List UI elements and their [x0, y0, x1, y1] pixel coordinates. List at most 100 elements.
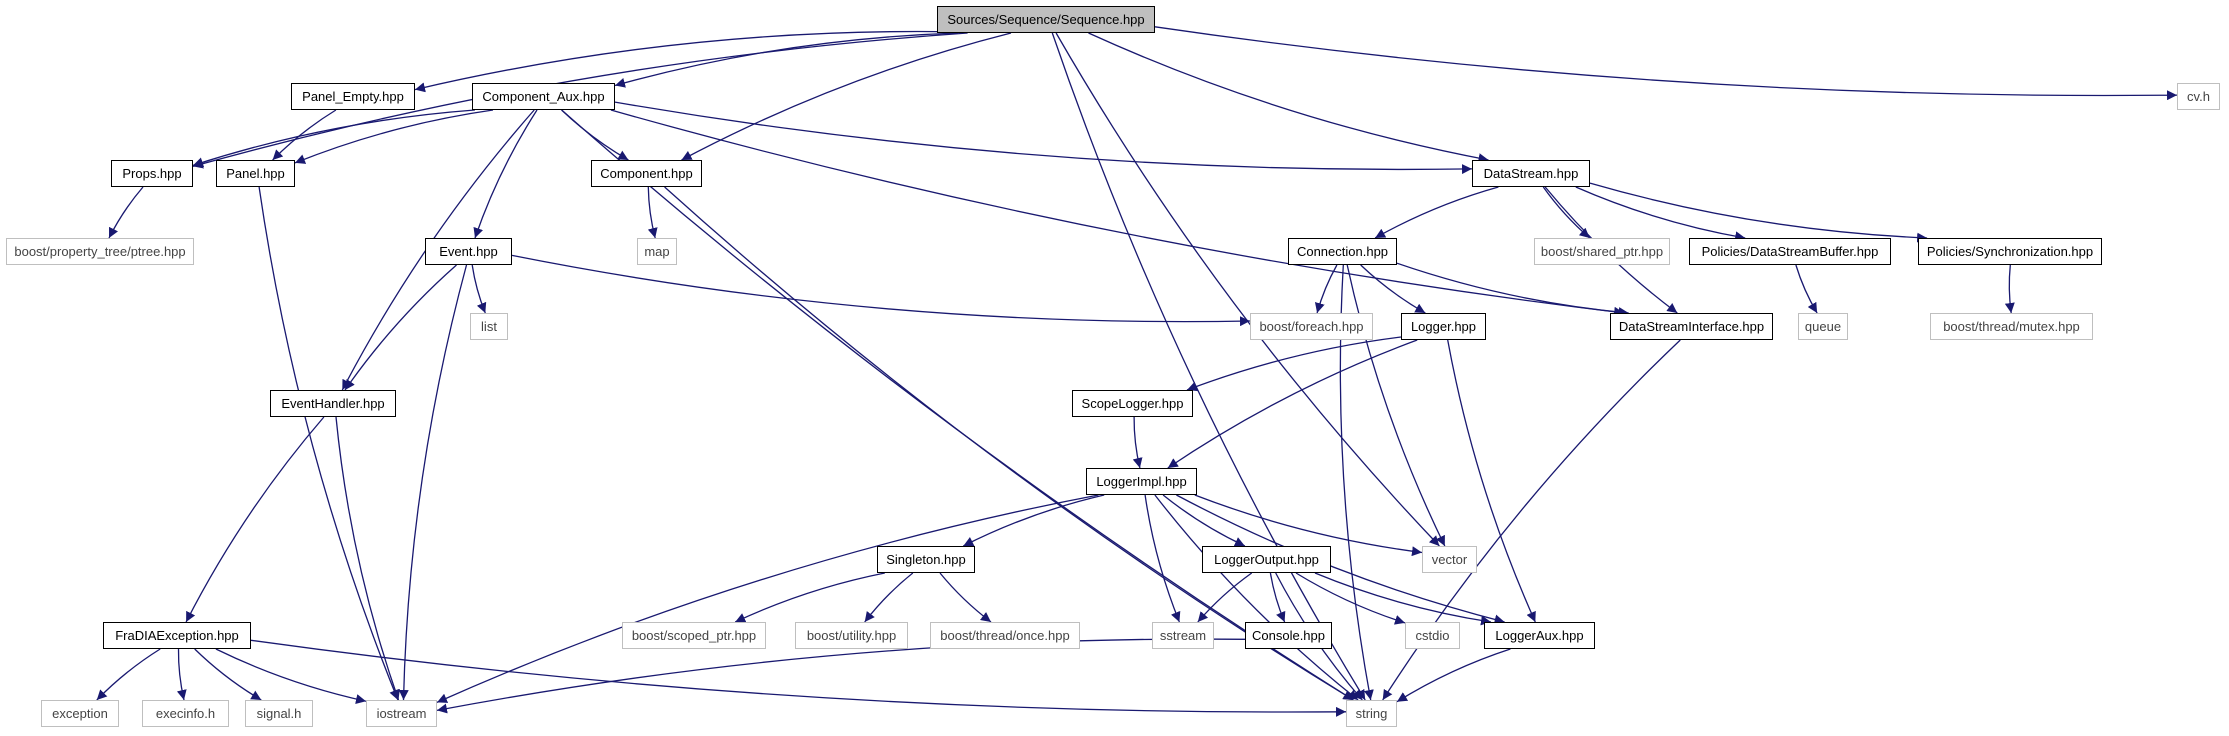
edge-scopelogger-to-loggerimpl: [1132, 416, 1143, 469]
node-console-hpp[interactable]: Console.hpp: [1245, 622, 1332, 649]
edge-root-to-string: [1051, 32, 1366, 701]
node-logger-hpp[interactable]: Logger.hpp: [1401, 313, 1486, 340]
edge-component_aux-to-component: [561, 109, 629, 161]
edge-root-to-component_aux: [614, 32, 958, 88]
edge-component_aux-to-event: [473, 109, 538, 239]
node-boost-utility-hpp: boost/utility.hpp: [795, 622, 908, 649]
edge-loggeroutput-to-console: [1269, 572, 1286, 623]
node-boost-property-tree-ptree-hpp: boost/property_tree/ptree.hpp: [6, 238, 194, 265]
edge-event-to-foreach: [511, 254, 1251, 327]
node-event-hpp[interactable]: Event.hpp: [425, 238, 512, 265]
node-loggeraux-hpp[interactable]: LoggerAux.hpp: [1484, 622, 1595, 649]
edge-loggerimpl-to-vector: [1194, 494, 1423, 557]
edge-root-to-component: [681, 32, 1012, 161]
node-execinfo-h: execinfo.h: [142, 700, 229, 727]
edge-root-to-panel_empty: [414, 30, 938, 93]
node-props-hpp[interactable]: Props.hpp: [111, 160, 193, 187]
edge-root-to-datastream: [1088, 32, 1489, 164]
edge-sync-to-mutex: [2004, 264, 2015, 314]
edge-props-to-ptree: [108, 186, 144, 239]
node-component-aux-hpp[interactable]: Component_Aux.hpp: [472, 83, 615, 110]
node-eventhandler-hpp[interactable]: EventHandler.hpp: [270, 390, 396, 417]
node-fradiaexception-hpp[interactable]: FraDIAException.hpp: [103, 622, 251, 649]
edge-loggerimpl-to-singleton: [963, 494, 1105, 547]
edge-root-to-cvh: [1154, 26, 2178, 101]
node-iostream: iostream: [366, 700, 437, 727]
edge-console-to-iostream: [436, 638, 1246, 714]
edge-singleton-to-once: [939, 572, 992, 623]
edge-root-to-vector: [1055, 32, 1440, 547]
edge-datastream-to-connection: [1374, 186, 1499, 239]
edge-root-to-props: [192, 32, 968, 169]
node-panel-hpp[interactable]: Panel.hpp: [216, 160, 295, 187]
edge-fradia-to-execinfo: [176, 648, 187, 701]
node-boost-thread-once-hpp: boost/thread/once.hpp: [930, 622, 1080, 649]
node-exception: exception: [41, 700, 119, 727]
node-connection-hpp[interactable]: Connection.hpp: [1288, 238, 1397, 265]
node-signal-h: signal.h: [245, 700, 313, 727]
node-policies-datastreambuffer-hpp[interactable]: Policies/DataStreamBuffer.hpp: [1689, 238, 1891, 265]
edge-component_aux-to-dsinterface: [610, 109, 1625, 317]
edge-datastream-to-sync: [1589, 182, 1928, 243]
edge-connection-to-logger: [1360, 264, 1426, 314]
edge-component_aux-to-datastream: [614, 101, 1473, 175]
edge-loggerimpl-to-string: [1154, 494, 1359, 701]
node-cv-h: cv.h: [2177, 83, 2220, 110]
node-component-hpp[interactable]: Component.hpp: [591, 160, 702, 187]
edge-logger-to-loggeraux: [1447, 339, 1536, 623]
node-sources-sequence-sequence-hpp[interactable]: Sources/Sequence/Sequence.hpp: [937, 6, 1155, 33]
edge-event-to-iostream: [398, 264, 468, 701]
node-panel-empty-hpp[interactable]: Panel_Empty.hpp: [291, 83, 415, 110]
edge-datastream-to-shared_ptr: [1542, 186, 1591, 239]
edge-component_aux-to-panel: [294, 109, 494, 164]
edge-event-to-list: [471, 264, 487, 314]
node-boost-foreach-hpp: boost/foreach.hpp: [1250, 313, 1373, 340]
edge-panel-to-iostream: [258, 186, 399, 701]
node-boost-scoped-ptr-hpp: boost/scoped_ptr.hpp: [622, 622, 766, 649]
edge-fradia-to-iostream: [215, 648, 367, 704]
node-scopelogger-hpp[interactable]: ScopeLogger.hpp: [1072, 390, 1193, 417]
edge-fradia-to-signal: [194, 648, 262, 701]
edge-loggerimpl-to-loggeraux: [1176, 494, 1505, 625]
edge-loggeroutput-to-cstdio: [1295, 572, 1406, 625]
node-list: list: [470, 313, 508, 340]
edge-fradia-to-exception: [96, 648, 161, 701]
edge-singleton-to-scoped_ptr: [734, 572, 885, 623]
node-sstream: sstream: [1152, 622, 1214, 649]
node-string: string: [1346, 700, 1397, 727]
node-policies-synchronization-hpp[interactable]: Policies/Synchronization.hpp: [1918, 238, 2102, 265]
node-vector: vector: [1422, 546, 1477, 573]
edge-connection-to-vector: [1346, 264, 1446, 547]
node-map: map: [637, 238, 677, 265]
edge-eventhandler-to-iostream: [335, 416, 400, 701]
edge-loggeraux-to-string: [1396, 648, 1511, 703]
edge-event-to-eventhandler: [344, 264, 457, 391]
node-singleton-hpp[interactable]: Singleton.hpp: [877, 546, 975, 573]
edge-connection-to-dsinterface: [1396, 262, 1629, 318]
node-datastreaminterface-hpp[interactable]: DataStreamInterface.hpp: [1610, 313, 1773, 340]
edge-loggerimpl-to-iostream: [436, 494, 1099, 703]
node-boost-thread-mutex-hpp: boost/thread/mutex.hpp: [1930, 313, 2093, 340]
edge-loggeroutput-to-sstream: [1197, 572, 1253, 623]
node-loggerimpl-hpp[interactable]: LoggerImpl.hpp: [1086, 468, 1197, 495]
node-boost-shared-ptr-hpp: boost/shared_ptr.hpp: [1534, 238, 1670, 265]
edge-loggerimpl-to-sstream: [1144, 494, 1181, 623]
edge-eventhandler-to-fradia: [185, 416, 325, 623]
edge-logger-to-scopelogger: [1186, 336, 1402, 392]
edge-component_aux-to-props: [192, 109, 475, 168]
edge-panel_empty-to-panel: [272, 109, 337, 161]
node-cstdio: cstdio: [1405, 622, 1460, 649]
node-queue: queue: [1798, 313, 1848, 340]
edge-logger-to-loggerimpl: [1167, 339, 1418, 469]
node-loggeroutput-hpp[interactable]: LoggerOutput.hpp: [1202, 546, 1331, 573]
edge-connection-to-foreach: [1314, 264, 1338, 314]
node-datastream-hpp[interactable]: DataStream.hpp: [1472, 160, 1590, 187]
edge-loggerimpl-to-loggeroutput: [1162, 494, 1246, 547]
edge-datastream-to-dsbuffer: [1575, 186, 1746, 242]
edge-component-to-map: [647, 186, 658, 239]
edge-fradia-to-string: [250, 639, 1347, 717]
edge-singleton-to-utility: [864, 572, 914, 623]
edge-dsbuffer-to-queue: [1795, 264, 1818, 314]
